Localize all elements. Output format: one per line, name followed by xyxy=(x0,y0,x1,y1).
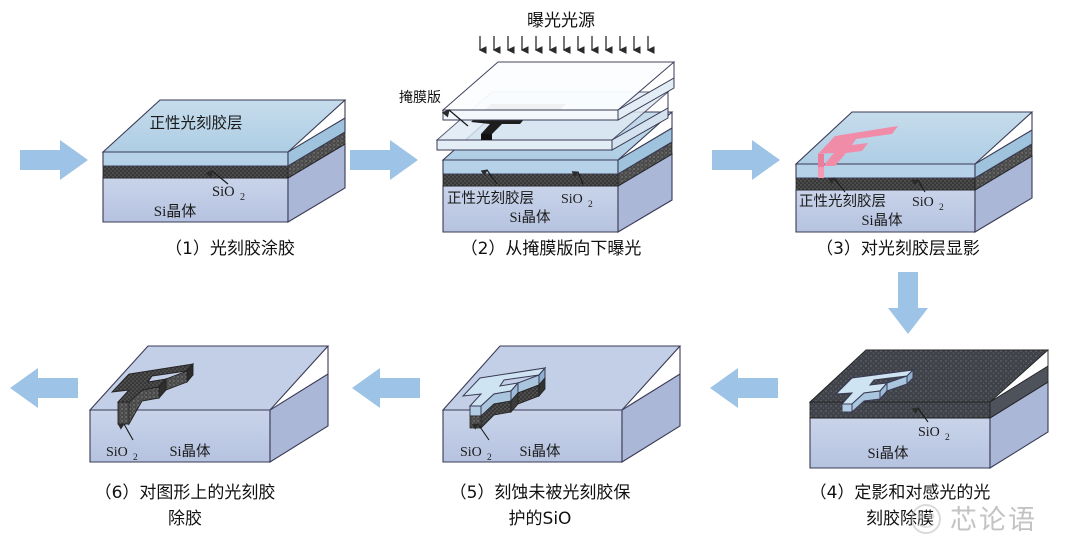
step-2-oxide-label: SiO 2 xyxy=(561,192,593,210)
step-4-caption-line2: 刻胶除膜 xyxy=(866,509,934,529)
arrow-inlet xyxy=(20,140,88,180)
arrow-step4-to-step5 xyxy=(710,368,778,408)
step-5-caption-line1: （5）刻蚀未被光刻胶保 xyxy=(450,483,631,503)
step-4-substrate-label: Si晶体 xyxy=(867,445,909,462)
svg-text:2: 2 xyxy=(487,453,492,463)
svg-text:SiO: SiO xyxy=(106,445,128,460)
watermark-text: 芯论语 xyxy=(950,505,1037,536)
step-3-block: 正性光刻胶层 SiO 2 Si晶体 xyxy=(794,111,1034,233)
developed-pattern xyxy=(818,126,898,178)
step-6-oxide-label: SiO 2 xyxy=(106,445,138,463)
arrow-step2-to-step3 xyxy=(712,140,780,180)
exposure-ray-arrows xyxy=(478,36,655,54)
svg-text:2: 2 xyxy=(588,200,593,210)
step-6-block: SiO 2 Si晶体 xyxy=(88,345,330,463)
step-2-caption: （2）从掩膜版向下曝光 xyxy=(461,239,642,259)
svg-text:2: 2 xyxy=(939,203,944,213)
step-5-caption-line2: 护的SiO xyxy=(509,509,572,529)
step-4-caption-line1: （4）定影和对感光的光 xyxy=(810,483,991,503)
svg-text:2: 2 xyxy=(945,433,950,443)
step-3-oxide-label: SiO 2 xyxy=(912,195,944,213)
svg-text:SiO: SiO xyxy=(918,425,940,440)
step-6-caption-line1: （6）对图形上的光刻胶 xyxy=(95,483,276,503)
svg-text:2: 2 xyxy=(240,192,245,203)
arrow-step5-to-step6 xyxy=(352,368,420,408)
arrow-step3-to-step4 xyxy=(888,272,928,334)
step-1-block: 正性光刻胶层 SiO 2 Si晶体 xyxy=(101,99,347,223)
svg-text:SiO: SiO xyxy=(460,445,482,460)
step-3-resist-label: 正性光刻胶层 xyxy=(799,193,886,210)
step-5-block: SiO 2 Si晶体 xyxy=(441,345,682,463)
step-5-oxide-label: SiO 2 xyxy=(460,445,492,463)
step-4-oxide-label: SiO 2 xyxy=(918,425,950,443)
step-6-substrate-label: Si晶体 xyxy=(169,443,211,460)
resist-feature-step4 xyxy=(834,368,915,414)
step-1-oxide-label: SiO 2 xyxy=(212,184,245,203)
step-5-substrate-label: Si晶体 xyxy=(519,443,561,460)
arrow-outlet xyxy=(10,368,78,408)
svg-text:SiO: SiO xyxy=(912,195,934,210)
arrow-step1-to-step2 xyxy=(350,140,418,180)
step-1-resist-label: 正性光刻胶层 xyxy=(149,114,242,132)
step-1-caption: （1）光刻胶涂胶 xyxy=(165,239,295,259)
svg-text:SiO: SiO xyxy=(212,184,235,200)
mask-plate-label: 掩膜版 xyxy=(399,90,441,106)
svg-text:SiO: SiO xyxy=(561,192,583,207)
watermark-logo-icon xyxy=(911,504,941,534)
step-4-block: SiO 2 Si晶体 xyxy=(808,349,1050,469)
step-2-resist-label: 正性光刻胶层 xyxy=(447,190,534,207)
step-2-light-source: 曝光光源 xyxy=(478,11,655,54)
oxide-mesa-step6 xyxy=(110,362,195,426)
step-1-substrate-label: Si晶体 xyxy=(154,203,197,220)
step-2-block: 掩膜版 正性光刻胶层 SiO 2 Si晶体 xyxy=(399,61,676,233)
step-3-substrate-label: Si晶体 xyxy=(861,212,903,229)
watermark: 芯论语 xyxy=(911,504,1037,536)
step-6-caption-line2: 除胶 xyxy=(168,509,202,529)
step-2-substrate-label: Si晶体 xyxy=(509,209,551,226)
light-source-label: 曝光光源 xyxy=(527,11,595,31)
step-3-caption: （3）对光刻胶层显影 xyxy=(816,239,980,259)
svg-text:2: 2 xyxy=(133,453,138,463)
